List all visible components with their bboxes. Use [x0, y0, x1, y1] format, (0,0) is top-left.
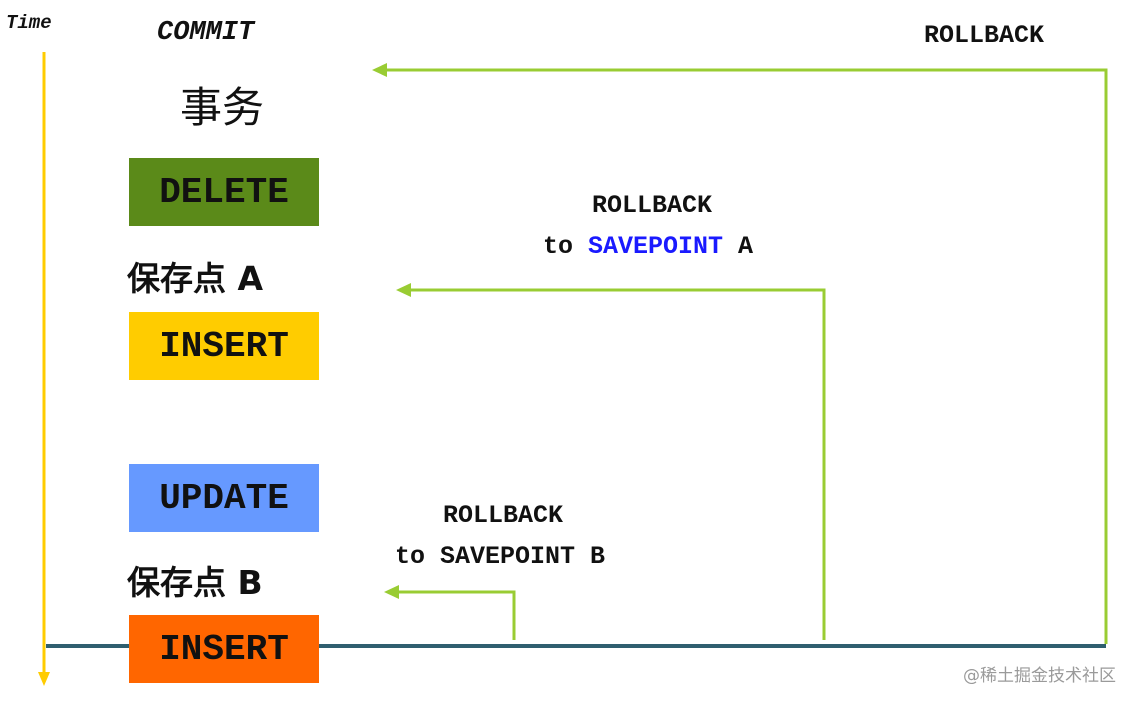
insert-operation-box-2: INSERT — [129, 615, 319, 683]
insert-operation-box-1: INSERT — [129, 312, 319, 380]
watermark: @稀土掘金技术社区 — [963, 666, 1116, 686]
rollback-a-prefix: to — [543, 232, 589, 261]
rollback-a-arrow — [408, 288, 826, 640]
delete-operation-box: DELETE — [129, 158, 319, 226]
commit-label: COMMIT — [157, 18, 255, 48]
savepoint-b-label: 保存点 B — [127, 563, 263, 602]
rollback-b-arrow — [396, 590, 516, 640]
rollback-full-arrowhead — [372, 63, 387, 77]
rollback-a-suffix: A — [723, 232, 754, 261]
rollback-a-arrowhead — [396, 283, 411, 297]
transaction-label: 事务 — [180, 83, 265, 132]
time-label: Time — [6, 12, 52, 34]
rollback-a-label-line1: ROLLBACK — [592, 191, 713, 220]
rollback-b-label-line1: ROLLBACK — [443, 501, 564, 530]
rollback-full-label: ROLLBACK — [924, 21, 1045, 50]
rollback-full-arrow — [384, 68, 1108, 644]
rollback-b-label-line2: to SAVEPOINT B — [395, 542, 606, 571]
time-axis-arrowhead — [38, 672, 50, 686]
rollback-b-arrowhead — [384, 585, 399, 599]
rollback-a-label-line2: to SAVEPOINT A — [543, 232, 753, 261]
savepoint-a-label: 保存点 A — [127, 259, 264, 298]
rollback-a-savepoint-keyword: SAVEPOINT — [588, 232, 724, 261]
update-operation-box: UPDATE — [129, 464, 319, 532]
